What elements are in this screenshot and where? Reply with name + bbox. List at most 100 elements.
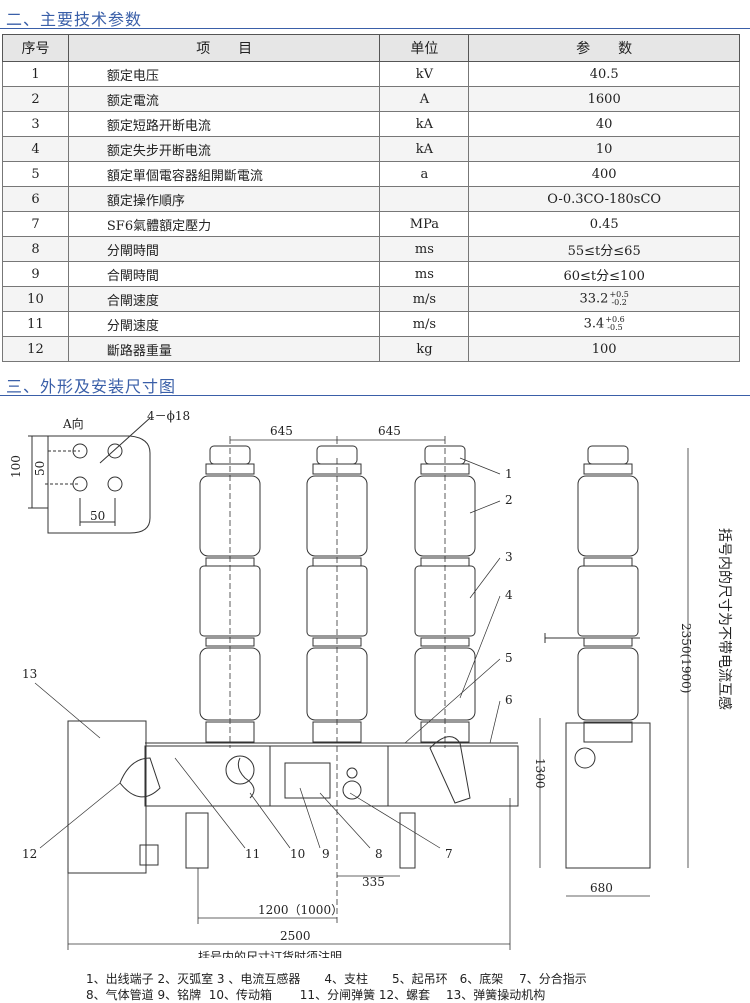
legend-line-2: 8、气体管道 9、铭牌 10、传动箱 11、分闸弹簧 12、螺套 13、弹簧操动… <box>86 988 546 1002</box>
dim-50b: 50 <box>90 509 105 523</box>
cell-no: 1 <box>2 61 69 87</box>
side-indicator <box>574 747 596 769</box>
side-base-box <box>565 722 651 869</box>
callout-label: 11 <box>245 847 260 861</box>
cell-no: 11 <box>2 311 69 337</box>
cell-no: 8 <box>2 236 69 262</box>
cell-value: 55≤t分≤65 <box>468 236 740 262</box>
header-value: 参 数 <box>468 34 740 62</box>
callout-label: 13 <box>22 667 37 681</box>
cell-item: 額定操作順序 <box>67 186 381 212</box>
header-no: 序号 <box>2 34 69 62</box>
cell-no: 9 <box>2 261 69 287</box>
cell-item: 额定電流 <box>67 86 381 112</box>
dim-2350: 2350(1900) <box>679 623 693 693</box>
callout-label: 7 <box>445 847 453 861</box>
callout-label: 8 <box>375 847 383 861</box>
vertical-note: 括号内的尺寸为不带电流互感 <box>716 528 733 710</box>
cell-item: 额定失步开断电流 <box>67 136 381 162</box>
callout-label: 5 <box>505 651 513 665</box>
cell-no: 2 <box>2 86 69 112</box>
cell-item: SF6氣體額定壓力 <box>67 211 381 237</box>
cell-value: 33.2+0.5-0.2 <box>468 286 740 312</box>
cell-item: 斷路器重量 <box>67 336 381 362</box>
dim-335: 335 <box>362 875 385 889</box>
outline-drawing: A向 4－ϕ18 100 50 50 645 645 1300 2350(190… <box>9 409 733 958</box>
cell-value: 1600 <box>468 86 740 112</box>
value-text: 55≤t分≤65 <box>567 243 641 259</box>
table-header-row: 序号 项 目 单位 参 数 <box>2 34 740 62</box>
tolerance-lower: -0.2 <box>611 298 627 307</box>
view-label: A向 <box>62 416 84 431</box>
cell-value: 400 <box>468 161 740 187</box>
value-text: 33.2 <box>579 291 609 307</box>
dim-100: 100 <box>9 455 23 478</box>
dim-pitch1: 645 <box>270 424 293 438</box>
cell-unit: MPa <box>379 211 470 237</box>
cell-no: 6 <box>2 186 69 212</box>
cell-no: 4 <box>2 136 69 162</box>
dim-1200: 1200（1000） <box>258 903 343 917</box>
callout-label: 3 <box>505 550 513 564</box>
cell-item: 合閘速度 <box>67 286 381 312</box>
cell-no: 12 <box>2 336 69 362</box>
section-title-params: 二、主要技术参数 <box>6 10 143 29</box>
cell-unit: kA <box>379 111 470 137</box>
callout-label: 1 <box>505 467 513 481</box>
mechanism-box <box>67 720 147 874</box>
a-view-plate <box>28 417 151 534</box>
header-unit: 单位 <box>379 34 470 62</box>
pole-assembly <box>199 445 476 743</box>
section-rule <box>0 28 750 29</box>
callout-label: 12 <box>22 847 37 861</box>
cell-item: 額定單個電容器組開斷電流 <box>67 161 381 187</box>
value-text: 10 <box>595 141 613 157</box>
cell-no: 10 <box>2 286 69 312</box>
cell-no: 3 <box>2 111 69 137</box>
hole-label: 4－ϕ18 <box>147 409 190 423</box>
legend-line-1: 1、出线端子 2、灭弧室 3 、电流互感器 4、支柱 5、起吊环 6、底架 7、… <box>86 972 587 986</box>
value-text: 40.5 <box>589 66 619 82</box>
callout-label: 6 <box>505 693 513 707</box>
cell-value: O-0.3CO-180sCO <box>468 186 740 212</box>
cell-no: 7 <box>2 211 69 237</box>
cell-value: 100 <box>468 336 740 362</box>
value-text: 3.4 <box>583 316 605 332</box>
value-text: 1600 <box>587 91 621 107</box>
tolerance-lower: -0.5 <box>607 323 623 332</box>
callout-label: 2 <box>505 493 513 507</box>
value-text: 100 <box>591 341 617 357</box>
base-frame <box>119 736 519 869</box>
dim-680: 680 <box>590 881 613 895</box>
cell-unit: a <box>379 161 470 187</box>
cell-unit <box>379 186 470 212</box>
value-text: 400 <box>591 166 617 182</box>
header-item: 项 目 <box>67 34 381 62</box>
cell-unit: kg <box>379 336 470 362</box>
side-view <box>577 445 639 743</box>
section-title-drawing: 三、外形及安装尺寸图 <box>6 377 177 396</box>
cell-value: 40 <box>468 111 740 137</box>
cell-item: 分閘速度 <box>67 311 381 337</box>
tolerance-upper: +0.5 <box>609 290 629 299</box>
cell-value: 0.45 <box>468 211 740 237</box>
value-text: 0.45 <box>589 216 619 232</box>
tolerance: +0.5-0.2 <box>609 291 628 307</box>
cell-unit: ms <box>379 236 470 262</box>
cell-item: 合閘時間 <box>67 261 381 287</box>
cell-value: 40.5 <box>468 61 740 87</box>
cell-value: 10 <box>468 136 740 162</box>
cell-unit: m/s <box>379 311 470 337</box>
